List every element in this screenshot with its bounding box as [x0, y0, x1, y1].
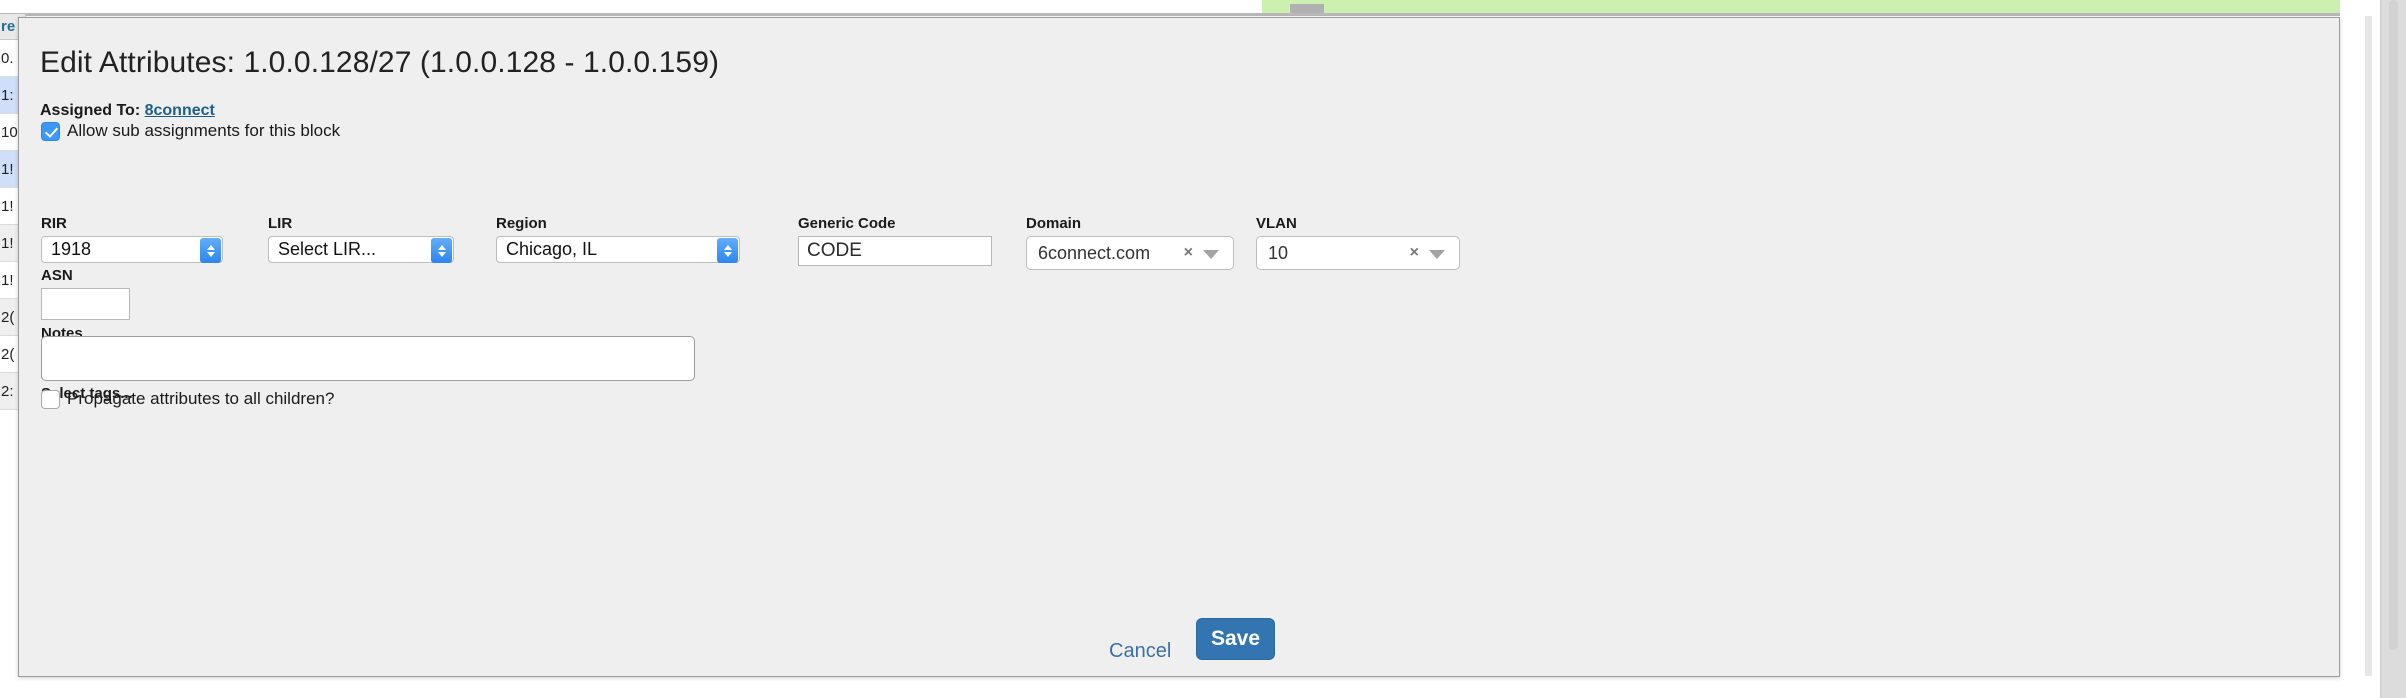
domain-combobox[interactable]: 6connect.com × [1026, 236, 1234, 270]
stepper-up-down-icon[interactable] [431, 238, 452, 263]
notice-chip [1290, 4, 1324, 13]
stepper-up-down-icon[interactable] [200, 238, 221, 263]
vlan-value: 10 [1268, 242, 1289, 263]
vlan-combobox[interactable]: 10 × [1256, 236, 1460, 270]
region-value: Chicago, IL [506, 239, 598, 259]
lir-select[interactable]: Select LIR... [268, 236, 454, 263]
rir-select[interactable]: 1918 [41, 236, 223, 263]
chevron-down-icon[interactable] [1429, 250, 1445, 259]
allow-sub-assignments-checkbox[interactable] [41, 121, 60, 141]
field-lir: LIR Select LIR... [268, 215, 454, 263]
generic-code-input[interactable]: CODE [798, 236, 992, 266]
background-notice-banner [1262, 0, 2340, 14]
propagate-attributes-checkbox[interactable] [41, 389, 60, 409]
page-scrollbar[interactable] [2380, 0, 2406, 698]
field-region: Region Chicago, IL [496, 215, 740, 263]
lir-value: Select LIR... [278, 239, 377, 259]
cancel-button[interactable]: Cancel [1109, 640, 1172, 662]
assigned-to-link[interactable]: 8connect [144, 102, 215, 119]
inner-scrollbar-track[interactable] [2365, 16, 2372, 676]
clear-icon[interactable]: × [1409, 244, 1419, 261]
propagate-attributes-label: Propagate attributes to all children? [67, 389, 335, 408]
edit-attributes-dialog: Edit Attributes: 1.0.0.128/27 (1.0.0.128… [18, 17, 2340, 677]
field-domain: Domain 6connect.com × [1026, 215, 1234, 270]
lir-label: LIR [268, 215, 293, 232]
rir-value: 1918 [51, 239, 92, 259]
stepper-up-down-icon[interactable] [717, 238, 738, 263]
dialog-title: Edit Attributes: 1.0.0.128/27 (1.0.0.128… [40, 46, 720, 79]
scrollbar-thumb[interactable] [2389, 0, 2398, 650]
save-button[interactable]: Save [1196, 618, 1275, 660]
field-tags: Select tags... [41, 385, 695, 406]
domain-label: Domain [1026, 215, 1082, 232]
tags-label: Select tags... [41, 385, 133, 402]
rir-label: RIR [41, 215, 67, 232]
tags-input[interactable] [41, 336, 695, 381]
region-label: Region [496, 215, 547, 232]
assigned-to-row: Assigned To: 8connect [40, 102, 215, 120]
asn-label: ASN [41, 267, 73, 284]
domain-value: 6connect.com [1038, 242, 1151, 263]
region-select[interactable]: Chicago, IL [496, 236, 740, 263]
field-vlan: VLAN 10 × [1256, 215, 1460, 270]
allow-sub-assignments-row[interactable]: Allow sub assignments for this block [41, 121, 340, 141]
asn-input[interactable] [41, 288, 130, 320]
clear-icon[interactable]: × [1183, 244, 1193, 261]
field-asn: ASN [41, 267, 130, 320]
field-generic-code: Generic Code CODE [798, 215, 992, 266]
chevron-down-icon[interactable] [1203, 250, 1219, 259]
generic-code-label: Generic Code [798, 215, 896, 232]
assigned-to-label: Assigned To: [40, 102, 141, 119]
propagate-attributes-row[interactable]: Propagate attributes to all children? [41, 389, 334, 409]
vlan-label: VLAN [1256, 215, 1297, 232]
background-separator [0, 13, 2340, 16]
allow-sub-assignments-label: Allow sub assignments for this block [67, 121, 341, 140]
field-rir: RIR 1918 [41, 215, 223, 263]
